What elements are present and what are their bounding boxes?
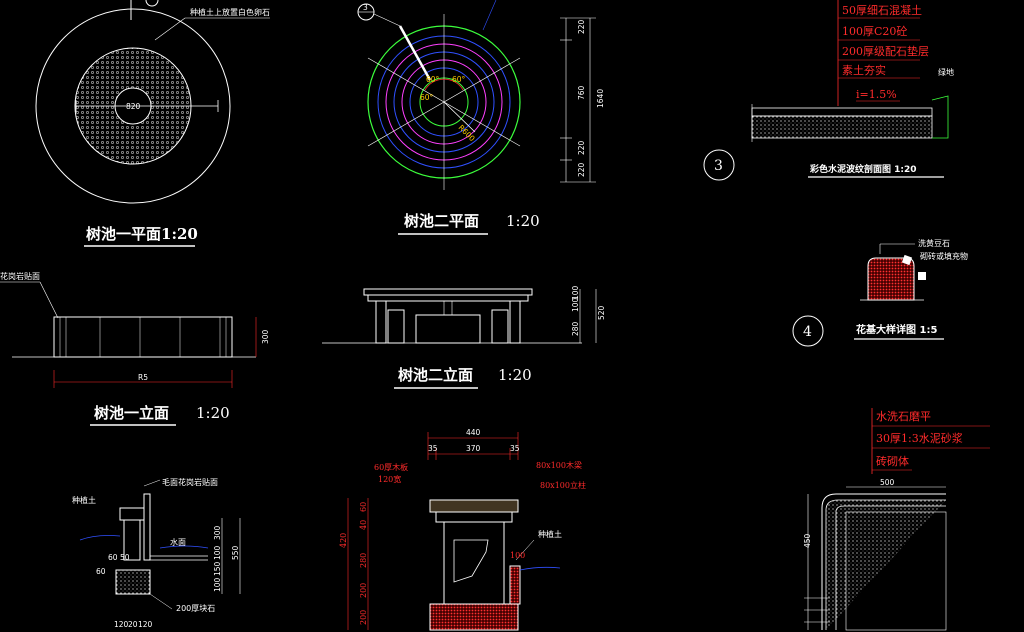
plan-2-dim-3: 220 bbox=[577, 140, 586, 155]
section-5-dim-h4: 100 bbox=[213, 577, 222, 592]
section-6-dim-h4: 200 bbox=[359, 583, 368, 598]
elevation-2-dim-1: 100 bbox=[571, 285, 580, 300]
section-6-soil: 种植土 bbox=[538, 529, 562, 539]
section-6-dim-h1: 60 bbox=[359, 502, 368, 512]
plan-2-drawing: 60° 60° 60° R600 3 220 760 220 220 1640 … bbox=[357, 0, 605, 235]
section-3-layer-3: 200厚级配石垫层 bbox=[842, 44, 929, 58]
section-5-dim-b2: 20 bbox=[128, 620, 138, 629]
elevation-2-drawing: 100 100 280 520 树池二立面 1:20 bbox=[322, 285, 606, 389]
section-5-dim-h2: 100 bbox=[213, 545, 222, 560]
section-3-layer-2: 100厚C20砼 bbox=[842, 25, 907, 38]
plan-2-angle-b: 60° bbox=[452, 75, 466, 84]
section-6-dim-w3: 35 bbox=[510, 444, 520, 453]
section-3-slope: i=1.5% bbox=[856, 88, 897, 101]
plan-1-title: 树池一平面1:20 bbox=[86, 225, 198, 243]
plan-1-dim: 820 bbox=[126, 102, 141, 111]
elevation-1-dim-w: R5 bbox=[138, 373, 148, 382]
section-5-dim-b3: 120 bbox=[138, 620, 153, 629]
section-5-dim-s3: 60 bbox=[96, 567, 106, 576]
section-6-dim-w1: 35 bbox=[428, 444, 438, 453]
section-6-dim-side: 100 bbox=[510, 551, 525, 560]
plan-1-drawing: 种植土上放置白色卵石 820 树池一平面1:20 bbox=[35, 0, 270, 247]
section-3-bubble: 3 bbox=[714, 158, 723, 174]
section-3-layer-4: 素土夯实 bbox=[842, 63, 886, 77]
section-6-dim-h5: 200 bbox=[359, 610, 368, 625]
elevation-2-scale: 1:20 bbox=[498, 366, 532, 384]
elevation-1-scale: 1:20 bbox=[196, 404, 230, 422]
section-5-base: 200厚块石 bbox=[176, 603, 215, 613]
section-7-layer-3: 砖砌体 bbox=[876, 454, 909, 468]
section-3-layer-1: 50厚细石混凝土 bbox=[842, 3, 922, 17]
section-6-note-l2: 120宽 bbox=[378, 474, 401, 484]
section-5-soil: 种植土 bbox=[72, 495, 96, 505]
section-7-drawing: 水洗石磨平 30厚1:3水泥砂浆 砖砌体 500 450 bbox=[803, 408, 990, 631]
detail-4-drawing: 洗黄豆石 砌砖或填充物 4 花基大样详图 1:5 bbox=[792, 238, 968, 347]
plan-2-angle-a: 60° bbox=[426, 75, 440, 84]
section-5-dim-s1: 60 bbox=[108, 553, 118, 562]
section-7-layer-2: 30厚1:3水泥砂浆 bbox=[876, 431, 963, 445]
section-3-title: 彩色水泥波纹剖面图 1:20 bbox=[809, 163, 917, 175]
section-3-drawing: 50厚细石混凝土 100厚C20砼 200厚级配石垫层 素土夯实 i=1.5% … bbox=[703, 0, 954, 181]
section-6-dim-w2: 370 bbox=[466, 444, 481, 453]
plan-2-angle-c: 60° bbox=[420, 93, 434, 102]
section-6-dim-h2: 40 bbox=[359, 520, 368, 530]
section-6-drawing: 440 35 370 35 60厚木板 120宽 80x100木梁 80x100… bbox=[339, 428, 586, 631]
detail-4-label-a: 洗黄豆石 bbox=[918, 238, 950, 248]
section-5-dim-h3: 150 bbox=[213, 561, 222, 576]
plan-2-scale: 1:20 bbox=[506, 212, 540, 230]
section-5-dim-s2: 50 bbox=[120, 553, 130, 562]
section-5-note-top: 毛面花岗岩贴面 bbox=[162, 477, 218, 487]
elevation-2-dim-3: 280 bbox=[571, 321, 580, 336]
section-6-total-h: 420 bbox=[339, 533, 348, 548]
elevation-1-dim-h: 300 bbox=[261, 329, 270, 344]
plan-2-radius: R600 bbox=[457, 123, 477, 143]
section-6-note-r1: 80x100木梁 bbox=[536, 460, 582, 470]
section-3-edge: 绿地 bbox=[938, 67, 954, 77]
section-6-note-r2: 80x100立柱 bbox=[540, 480, 586, 490]
elevation-1-drawing: 花岗岩贴面 300 R5 树池一立面 1:20 bbox=[0, 271, 270, 426]
detail-4-title: 花基大样详图 1:5 bbox=[856, 323, 937, 336]
section-6-dim-w: 440 bbox=[466, 428, 481, 437]
detail-4-label-b: 砌砖或填充物 bbox=[920, 251, 968, 261]
plan-2-callout: 3 bbox=[363, 3, 368, 12]
plan-1-note: 种植土上放置白色卵石 bbox=[190, 7, 270, 17]
section-7-dim-w: 500 bbox=[880, 478, 895, 487]
section-7-dim-h: 450 bbox=[803, 533, 812, 548]
elevation-1-title: 树池一立面 bbox=[94, 404, 169, 422]
section-6-dim-h3: 280 bbox=[359, 553, 368, 568]
section-5-dim-h1: 300 bbox=[213, 525, 222, 540]
section-6-note-l1: 60厚木板 bbox=[374, 462, 408, 472]
elevation-2-title: 树池二立面 bbox=[398, 366, 473, 384]
section-5-drawing: 毛面花岗岩贴面 种植土 水面 200厚块石 300 100 150 100 55… bbox=[72, 477, 241, 629]
elevation-1-note: 花岗岩贴面 bbox=[0, 271, 40, 281]
elevation-2-dim-2: 100 bbox=[571, 297, 580, 312]
elevation-2-total: 520 bbox=[597, 305, 606, 320]
section-7-layer-1: 水洗石磨平 bbox=[876, 410, 931, 423]
plan-2-total: 1640 bbox=[596, 89, 605, 108]
plan-2-title: 树池二平面 bbox=[404, 212, 479, 230]
plan-2-dim-4: 220 bbox=[577, 162, 586, 177]
section-5-dim-b1: 120 bbox=[114, 620, 129, 629]
plan-2-dim-1: 220 bbox=[577, 19, 586, 34]
section-5-total-h: 550 bbox=[231, 545, 240, 560]
plan-2-dim-2: 760 bbox=[577, 85, 586, 100]
detail-4-bubble: 4 bbox=[803, 324, 812, 340]
section-5-water: 水面 bbox=[170, 537, 186, 547]
